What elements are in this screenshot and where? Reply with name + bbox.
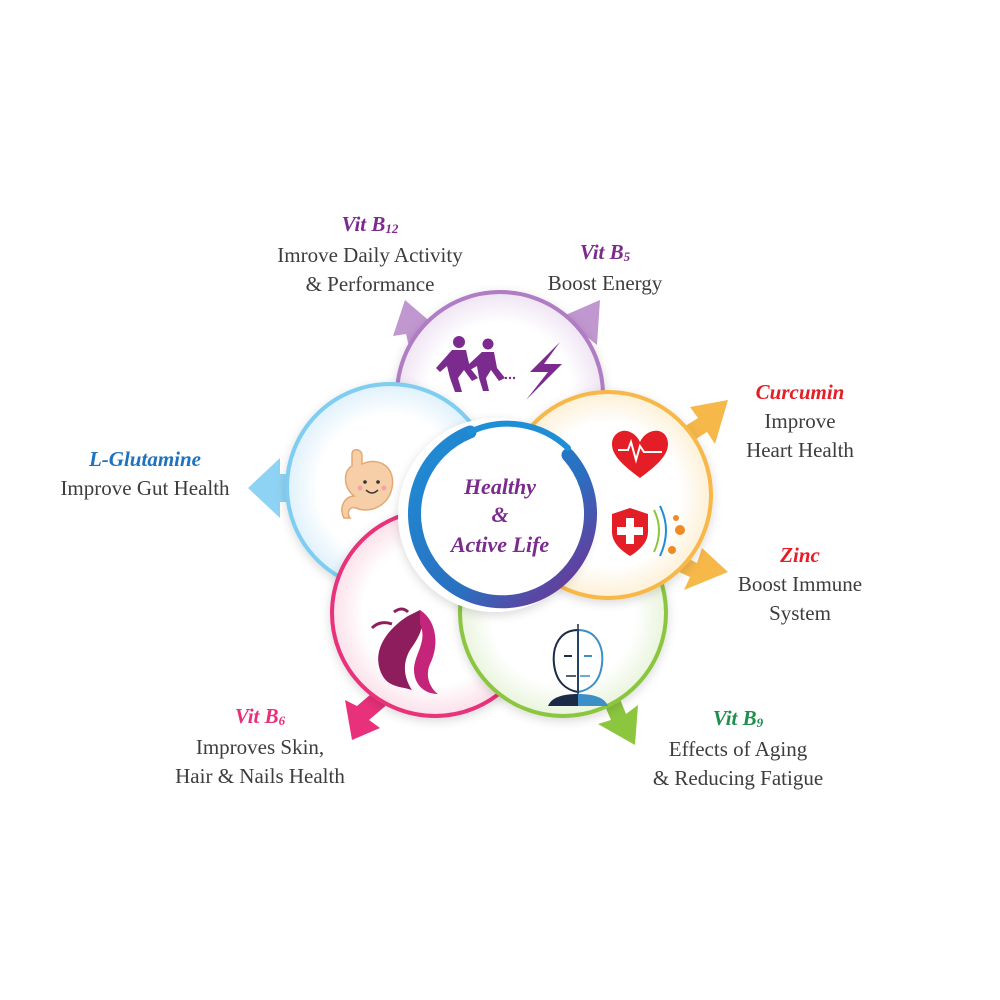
label-b6-title: Vit B6 (234, 704, 286, 728)
lightning-icon (526, 342, 562, 400)
label-b6-line2: Hair & Nails Health (175, 764, 345, 788)
label-b12: Vit B12 Imrove Daily Activity & Performa… (250, 210, 490, 299)
center-ring-tail (467, 420, 571, 451)
label-b12-line2: & Performance (305, 272, 435, 296)
center-line-2: & (491, 502, 508, 527)
label-glutamine-line1: Improve Gut Health (60, 476, 230, 500)
label-b6-line1: Improves Skin, (195, 735, 325, 759)
center-ring (408, 425, 597, 609)
label-zinc-line2: System (769, 601, 831, 625)
label-glutamine: L-Glutamine Improve Gut Health (40, 445, 250, 503)
label-curcumin-line2: Heart Health (746, 438, 854, 462)
label-b9-line2: & Reducing Fatigue (652, 766, 824, 790)
label-b9-title: Vit B9 (712, 706, 764, 730)
label-zinc-title: Zinc (780, 543, 820, 567)
label-b9-line1: Effects of Aging (668, 737, 808, 761)
center-line-1: Healthy (463, 474, 536, 499)
center-disc (398, 418, 592, 612)
label-b9: Vit B9 Effects of Aging & Reducing Fatig… (628, 704, 848, 793)
label-curcumin: Curcumin Improve Heart Health (720, 378, 880, 465)
stomach-icon (341, 449, 394, 519)
label-b12-title: Vit B12 (341, 212, 399, 236)
label-b12-line1: Imrove Daily Activity (277, 243, 463, 267)
label-curcumin-title: Curcumin (755, 380, 845, 404)
center-line-3: Active Life (449, 532, 550, 557)
heart-icon (612, 430, 668, 478)
label-b5: Vit B5 Boost Energy (520, 238, 690, 298)
label-zinc-line1: Boost Immune (737, 572, 863, 596)
label-glutamine-title: L-Glutamine (88, 447, 201, 471)
label-b6: Vit B6 Improves Skin, Hair & Nails Healt… (150, 702, 370, 791)
label-b5-title: Vit B5 (579, 240, 631, 264)
hair-face-icon (370, 607, 438, 694)
aging-face-icon (548, 624, 608, 706)
runners-icon (436, 336, 516, 392)
shield-icon (612, 505, 685, 557)
label-curcumin-line1: Improve (764, 409, 836, 433)
label-b5-line1: Boost Energy (547, 271, 663, 295)
label-zinc: Zinc Boost Immune System (720, 541, 880, 628)
